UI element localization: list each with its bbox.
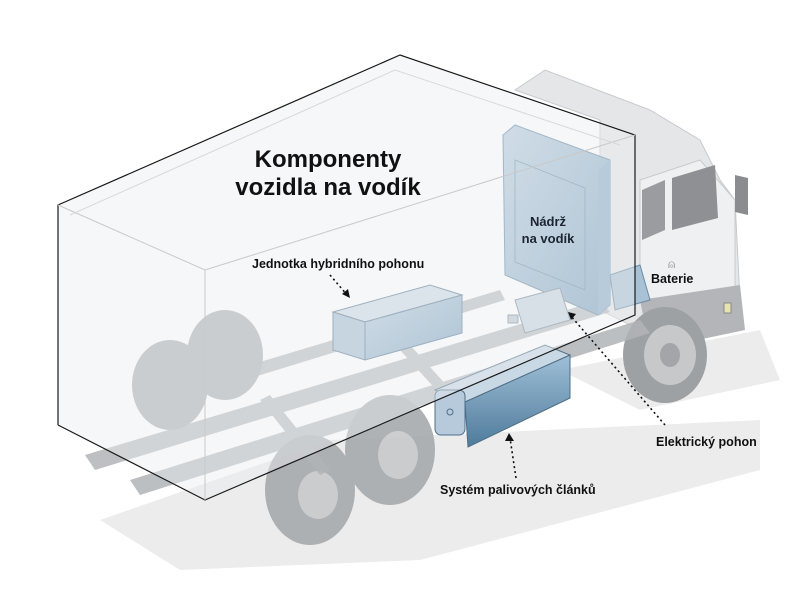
- leader-arrows: [329, 274, 666, 479]
- label-hydrogen-tank-line-1: Nádrž: [529, 214, 567, 229]
- cab-window-front: [672, 165, 718, 230]
- label-hydrogen-tank-line-2: na vodík: [521, 231, 575, 246]
- label-fuel-cell-system: Systém palivových článků: [440, 483, 596, 497]
- headlight: [723, 302, 732, 314]
- side-mirror: [735, 175, 748, 215]
- arrow-electric-drive: [569, 314, 666, 426]
- label-hybrid-unit: Jednotka hybridního pohonu: [252, 257, 425, 271]
- diagram-title: Komponenty vozidla na vodík: [228, 146, 428, 202]
- label-hydrogen-tank: Nádrž na vodík: [518, 213, 578, 247]
- arrow-heads: [342, 289, 576, 441]
- battery-block: [609, 264, 651, 311]
- label-electric-drive: Elektrický pohon: [656, 435, 757, 449]
- electric-drive-block: [507, 287, 571, 334]
- fuel-cell-system: [433, 344, 572, 448]
- cargo-box: [57, 54, 636, 501]
- title-line-2: vozidla na vodík: [235, 174, 421, 201]
- label-battery: Baterie: [651, 272, 694, 286]
- arrow-fuel-cell: [509, 437, 517, 479]
- hybrid-drive-unit: [331, 284, 464, 361]
- cab-window-side: [642, 180, 665, 240]
- title-line-1: Komponenty: [254, 146, 402, 173]
- truck-cab: ⍝: [513, 69, 748, 350]
- hydrogen-tank: [502, 124, 611, 316]
- brand-logo-icon: ⍝: [668, 257, 675, 271]
